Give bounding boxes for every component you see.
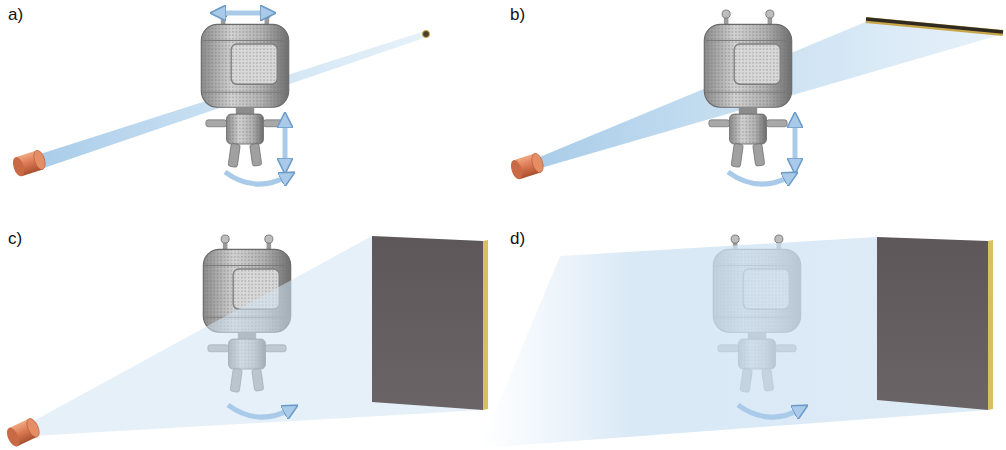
line-detector [866, 20, 1003, 33]
panel-a-art [11, 10, 430, 184]
parallel-beam [480, 237, 988, 448]
translation-arrow [793, 120, 798, 166]
panel-label: a) [8, 6, 23, 23]
panel-label: d) [510, 230, 525, 247]
line-detector [866, 19, 1003, 32]
xray-source [4, 417, 41, 449]
detector-edge [988, 240, 993, 410]
rotation-arrow [225, 172, 288, 184]
panel-d-art [480, 235, 993, 448]
flat-panel-detector [877, 237, 988, 410]
panel-label: b) [510, 6, 525, 23]
point-detector [423, 31, 430, 38]
detector-edge [483, 240, 488, 410]
cone-beam [28, 236, 483, 436]
rotation-arrow [228, 405, 291, 417]
panel-b-art [509, 10, 1003, 184]
translation-arrow [283, 120, 288, 166]
panel-c-art [4, 235, 488, 448]
translation-arrow [218, 11, 268, 16]
flat-panel-detector [372, 236, 483, 410]
panel-label: c) [8, 230, 22, 247]
xray-source [11, 149, 48, 178]
robot-sample [704, 10, 791, 167]
rotation-arrow [738, 405, 801, 417]
robot-sample [201, 10, 288, 167]
xray-source [509, 152, 546, 181]
rotation-arrow [728, 172, 791, 184]
